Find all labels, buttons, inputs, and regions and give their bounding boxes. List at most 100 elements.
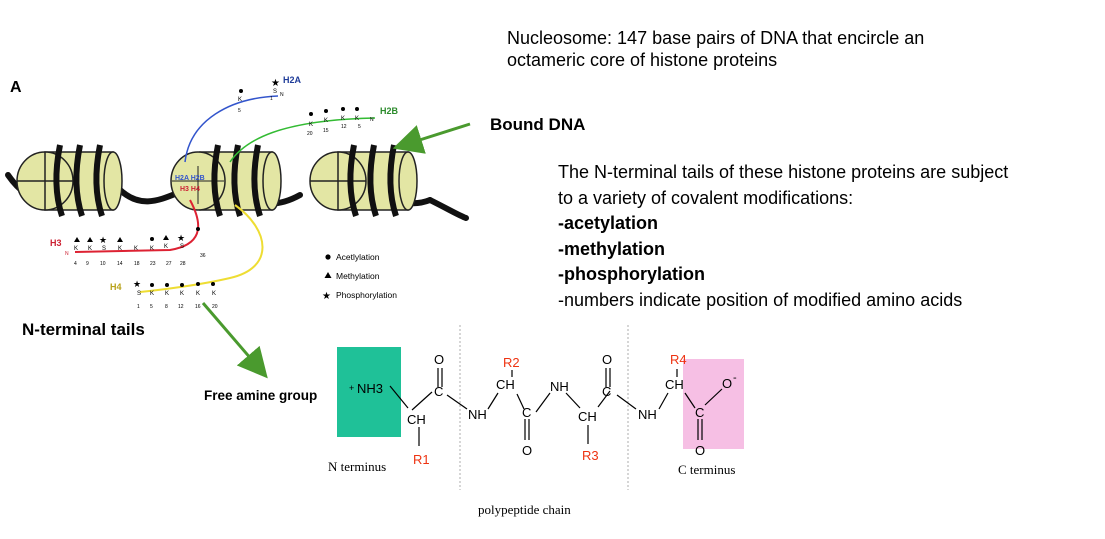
- h4-tail: [139, 204, 264, 293]
- h2a-pos-1: 1: [270, 96, 273, 102]
- modification-phosphorylation: -phosphorylation: [558, 264, 705, 284]
- c-4: C: [695, 405, 704, 420]
- modifications-text: The N-terminal tails of these histone pr…: [558, 160, 1008, 313]
- h2b-residue-12: K: [341, 116, 345, 122]
- h3-pos-9: 9: [86, 261, 89, 267]
- h2b-residue-15: K: [324, 118, 328, 124]
- nucleosome-left: [16, 144, 123, 217]
- nh3-group: NH3: [357, 381, 383, 396]
- core-label-top: H2A H2B: [175, 175, 205, 182]
- n-terminus-box: [337, 347, 401, 437]
- h2a-residue-s: S: [273, 89, 277, 95]
- polypeptide-chain-label: polypeptide chain: [478, 502, 571, 517]
- h2b-markers: H2B K K K K 20 15 12 5 N: [307, 106, 399, 137]
- h4-markers: H4 ★ S K K K K K 1 5 8 12 16 20: [110, 279, 218, 310]
- ch-4: CH: [665, 377, 684, 392]
- nh-2: NH: [550, 379, 569, 394]
- polypeptide-chain: + NH3 CH: [328, 325, 744, 517]
- h3-residue-4: K: [118, 246, 122, 252]
- h4-pos-16: 16: [195, 304, 201, 310]
- modification-methylation: -methylation: [558, 238, 666, 259]
- h2b-residue-5: K: [355, 116, 359, 122]
- c-3: C: [602, 384, 611, 399]
- h3-residue-5: K: [134, 246, 138, 252]
- r1-group: R1: [413, 452, 430, 467]
- bound-dna-label: Bound DNA: [490, 115, 586, 134]
- h3-pos-14: 14: [117, 261, 123, 267]
- ch-1: CH: [407, 412, 426, 427]
- h3-tail: [74, 199, 200, 253]
- r3-group: R3: [582, 448, 599, 463]
- svg-text:★: ★: [177, 233, 185, 243]
- r2-group: R2: [503, 355, 520, 370]
- h2a-label: H2A: [283, 75, 302, 85]
- o-minus: O: [722, 376, 732, 391]
- h3-pos-36: 36: [200, 253, 206, 259]
- legend-phosphorylation: Phosphorylation: [336, 290, 397, 300]
- h3-pos-28: 28: [180, 261, 186, 267]
- h3-pos-18: 18: [134, 261, 140, 267]
- h4-residue-2: K: [150, 291, 154, 297]
- h4-pos-5: 5: [150, 304, 153, 310]
- modifications-note: -numbers indicate position of modified a…: [558, 289, 963, 310]
- h4-pos-20: 20: [212, 304, 218, 310]
- h2b-residue-20: K: [309, 122, 313, 128]
- legend-methylation: Methylation: [336, 271, 380, 281]
- modification-acetylation: -acetylation: [558, 213, 659, 233]
- h2a-residue-k: K: [238, 97, 242, 103]
- h2a-markers: H2A ★ S N 1 K 5: [238, 75, 302, 114]
- ch-3: CH: [578, 409, 597, 424]
- o-minus-charge: -: [733, 372, 737, 384]
- h2b-label: H2B: [380, 106, 399, 116]
- n-terminus-label: N terminus: [328, 459, 386, 474]
- h4-residue-3: K: [165, 291, 169, 297]
- c-terminus-label: C terminus: [678, 462, 735, 477]
- nucleosome-right: [309, 144, 418, 217]
- h3-residue-2: K: [88, 246, 92, 252]
- c-2: C: [522, 405, 531, 420]
- c-1: C: [434, 384, 443, 399]
- title-line-2: octameric core of histone proteins: [507, 50, 778, 70]
- svg-text:★: ★: [99, 235, 107, 245]
- legend: Acetlylation Methylation ★ Phosphorylati…: [322, 252, 397, 302]
- h3-pos-10: 10: [100, 261, 106, 267]
- h2a-tail: [184, 95, 279, 163]
- h2b-tail: [229, 117, 376, 163]
- page-title: Nucleosome: 147 base pairs of DNA that e…: [507, 27, 1067, 71]
- o-4: O: [695, 443, 705, 458]
- legend-acetylation: Acetlylation: [336, 252, 380, 262]
- phosphorylation-icon: ★: [271, 78, 280, 89]
- h3-pos-27: 27: [166, 261, 172, 267]
- methylation-legend-icon: [324, 272, 332, 278]
- h3-residue-3: S: [102, 246, 106, 252]
- h4-residue-4: K: [180, 291, 184, 297]
- h2a-n: N: [280, 92, 284, 98]
- h3-pos-23: 23: [150, 261, 156, 267]
- h3-n: N: [65, 251, 69, 257]
- h3-residue-7: K: [164, 244, 168, 250]
- o-3: O: [602, 352, 612, 367]
- n-terminal-tails-label: N-terminal tails: [22, 320, 145, 339]
- h3-label: H3: [50, 238, 62, 248]
- svg-text:★: ★: [133, 279, 141, 289]
- core-label-bottom: H3 H4: [180, 186, 200, 193]
- h4-pos-8: 8: [165, 304, 168, 310]
- h3-pos-4: 4: [74, 261, 77, 267]
- ch-2: CH: [496, 377, 515, 392]
- bound-dna-arrow: [392, 122, 471, 154]
- acetylation-dot: [239, 89, 243, 93]
- h4-pos-1: 1: [137, 304, 140, 310]
- h2b-pos-20: 20: [307, 131, 313, 137]
- h3-residue-8: S: [180, 244, 184, 250]
- title-line-1: Nucleosome: 147 base pairs of DNA that e…: [507, 28, 925, 48]
- h2b-pos-15: 15: [323, 128, 329, 134]
- h2b-pos-5: 5: [358, 124, 361, 130]
- h3-residue-1: K: [74, 246, 78, 252]
- acetylation-legend-icon: [325, 254, 331, 260]
- nucleosome-center: H2A H2B H3 H4: [170, 144, 282, 217]
- h2b-pos-12: 12: [341, 124, 347, 130]
- h4-pos-12: 12: [178, 304, 184, 310]
- n-charge: +: [349, 383, 354, 393]
- free-amine-arrow: [201, 302, 268, 379]
